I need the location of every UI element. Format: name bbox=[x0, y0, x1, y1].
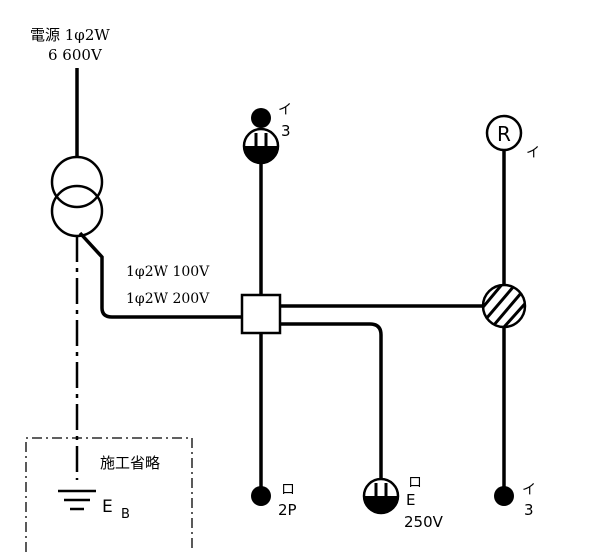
bottom-outlet-circuit: ロ bbox=[408, 475, 422, 491]
bottom-left-switch-circuit: ロ bbox=[281, 482, 295, 498]
bottom-right-switch-icon bbox=[494, 486, 514, 506]
ground-label-sub: B bbox=[121, 507, 130, 522]
omitted-label: 施工省略 bbox=[100, 454, 160, 472]
bottom-right-switch-circuit: イ bbox=[522, 482, 536, 498]
receptacle-icon bbox=[485, 114, 523, 152]
luminaire-icon bbox=[481, 283, 527, 329]
transformer-icon bbox=[50, 155, 104, 238]
supply-label-line1: 1φ2W 100V bbox=[126, 264, 210, 280]
bottom-left-switch-type: 2P bbox=[278, 501, 297, 519]
top-switch-icon bbox=[251, 108, 271, 128]
junction-box bbox=[240, 293, 282, 335]
top-switch-circuit: イ bbox=[278, 102, 292, 118]
ground-icon bbox=[58, 489, 96, 511]
ground-label-main: E bbox=[102, 497, 113, 517]
receptacle-circuit: イ bbox=[526, 145, 540, 161]
wire-to-bottom-outlet bbox=[280, 322, 383, 480]
bottom-right-switch-type: 3 bbox=[524, 501, 534, 519]
supply-label-line2: 1φ2W 200V bbox=[126, 291, 210, 307]
source-label-line1: 電源 1φ2W bbox=[30, 26, 110, 44]
secondary-feeder bbox=[78, 231, 242, 319]
top-outlet-icon bbox=[242, 127, 280, 165]
source-label-line2: 6 600V bbox=[48, 46, 103, 64]
bottom-outlet-icon bbox=[362, 477, 400, 515]
receptacle-label: R bbox=[497, 122, 511, 146]
bottom-outlet-type: E bbox=[406, 491, 415, 509]
bottom-left-switch-icon bbox=[251, 486, 271, 506]
top-switch-type: 3 bbox=[281, 122, 291, 140]
bottom-outlet-voltage: 250V bbox=[404, 513, 444, 531]
